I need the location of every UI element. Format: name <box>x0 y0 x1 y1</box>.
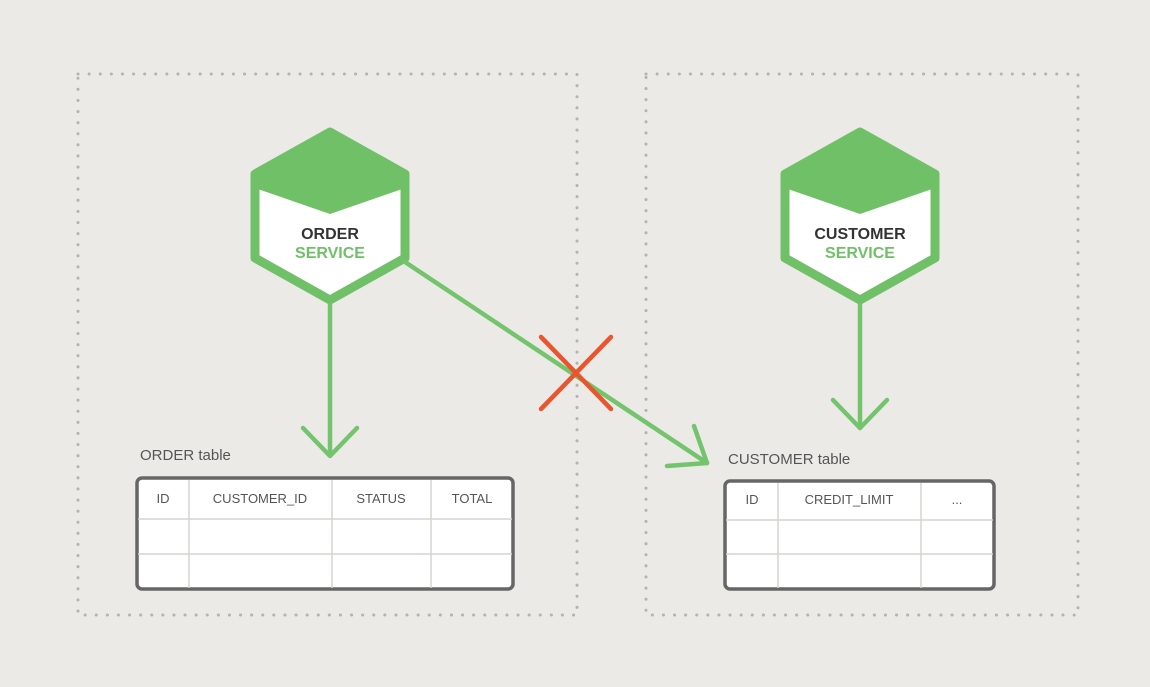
order-table: ID CUSTOMER_ID STATUS TOTAL <box>135 476 515 591</box>
column-header: CREDIT_LIMIT <box>805 492 894 507</box>
column-header: STATUS <box>356 491 406 506</box>
order-table-title: ORDER table <box>140 447 231 464</box>
customer-service-label: CUSTOMER <box>814 226 906 243</box>
order-service-boundary <box>76 72 579 617</box>
order-service-sublabel: SERVICE <box>295 245 365 262</box>
column-header: ID <box>746 492 759 507</box>
customer-table: ID CREDIT_LIMIT ... <box>723 479 996 591</box>
order-service-label: ORDER <box>301 226 359 243</box>
arrow-order-service-to-customer-table <box>402 259 710 469</box>
cross-icon <box>538 334 614 412</box>
column-header: TOTAL <box>452 491 493 506</box>
customer-service-sublabel: SERVICE <box>825 245 895 262</box>
customer-table-title: CUSTOMER table <box>728 451 850 468</box>
arrow-order-service-to-order-table <box>300 302 360 459</box>
column-header: ... <box>952 492 963 507</box>
customer-service-boundary <box>644 72 1080 617</box>
order-service-node[interactable]: ORDER SERVICE <box>250 127 410 305</box>
column-header: CUSTOMER_ID <box>213 491 307 506</box>
customer-service-node[interactable]: CUSTOMER SERVICE <box>780 127 940 305</box>
arrow-customer-service-to-customer-table <box>830 302 890 431</box>
column-header: ID <box>157 491 170 506</box>
